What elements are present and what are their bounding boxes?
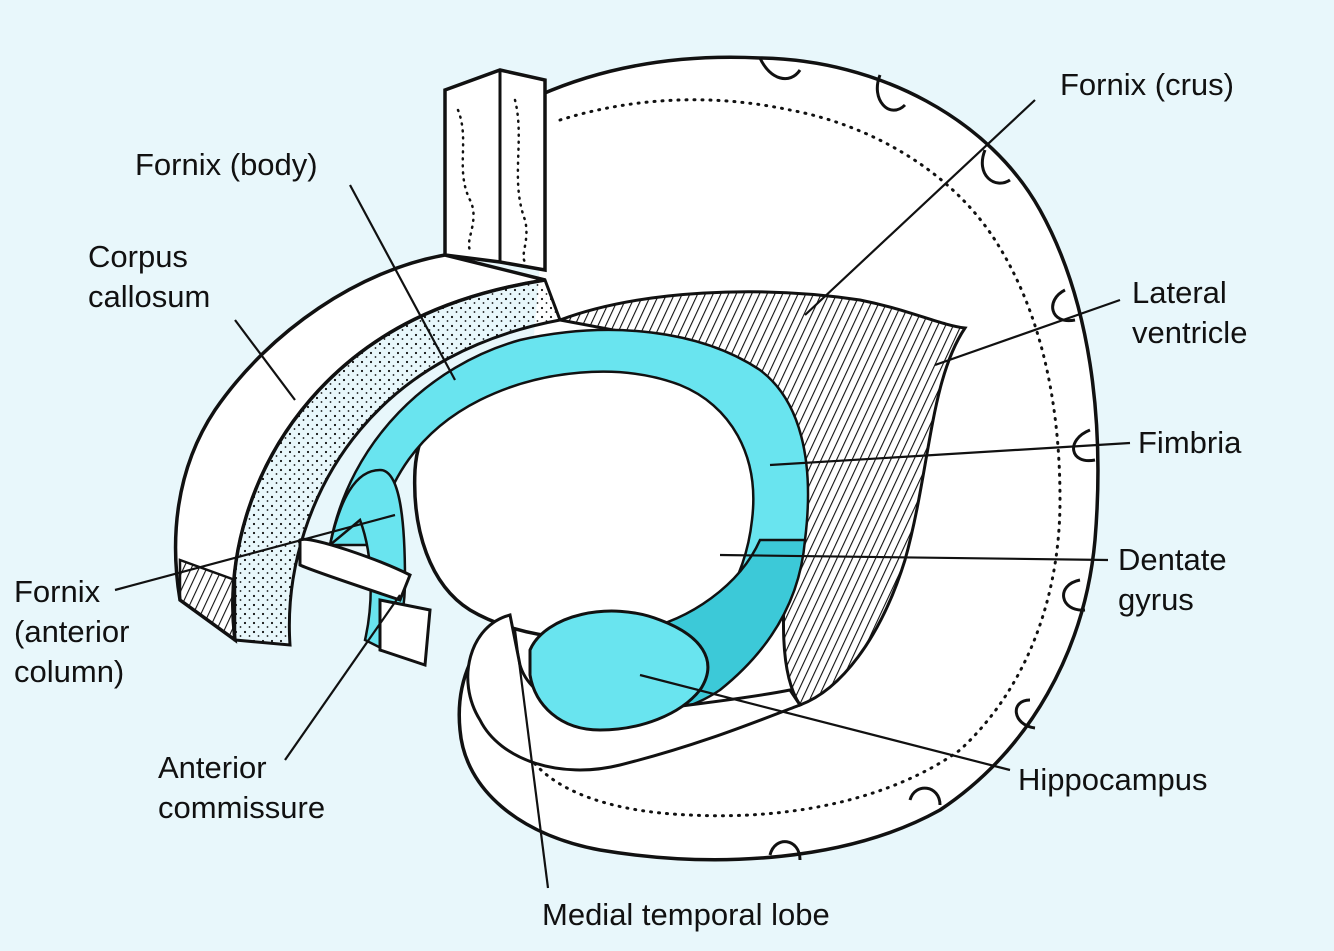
coronal-cut-block: [443, 68, 547, 273]
leader-dentate-gyrus: [719, 553, 1109, 562]
label-anterior-commissure: Anterior commissure: [158, 750, 326, 825]
label-hippocampus: Hippocampus: [1018, 762, 1208, 797]
label-corpus-callosum: Corpus callosum: [88, 239, 211, 314]
leader-hippocampus: [639, 673, 1011, 772]
leader-fimbria: [769, 441, 1131, 467]
leader-lines: [114, 99, 1131, 889]
gyri-folds: [758, 57, 1096, 861]
leader-fornix-body: [349, 184, 456, 381]
label-medial-temporal-lobe: Medial temporal lobe: [542, 897, 830, 932]
leader-fornix-anterior: [114, 513, 396, 592]
anterior-commissure-stem: [378, 598, 432, 668]
callosum-hatched-edge: [178, 558, 237, 643]
leader-anterior-commissure: [284, 594, 401, 761]
leader-fornix-crus: [804, 99, 1036, 316]
label-fornix-anterior-column: Fornix (anterior column): [14, 574, 130, 689]
leader-medial-temporal-lobe: [513, 629, 550, 889]
leader-corpus-callosum: [234, 319, 296, 401]
label-dentate-gyrus: Dentate gyrus: [1118, 542, 1227, 617]
label-fimbria: Fimbria: [1138, 425, 1242, 460]
label-lateral-ventricle: Lateral ventricle: [1132, 275, 1248, 350]
label-fornix-body: Fornix (body): [135, 147, 318, 182]
leader-lateral-ventricle: [934, 298, 1121, 367]
label-fornix-crus: Fornix (crus): [1060, 67, 1234, 102]
anterior-commissure-shape: [298, 537, 412, 602]
cortex-dotted-line: [518, 98, 1062, 818]
